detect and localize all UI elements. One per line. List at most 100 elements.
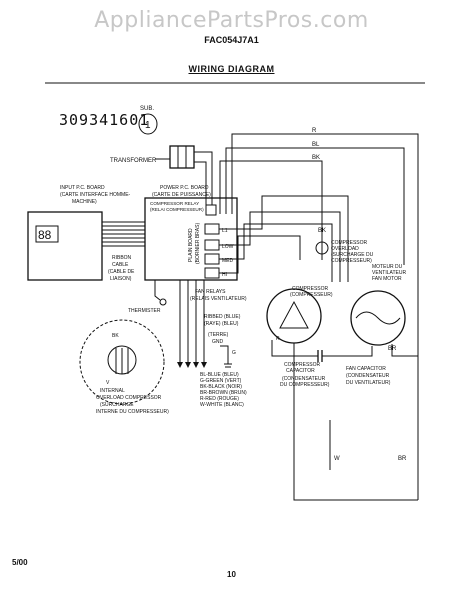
compressor-relay (205, 204, 217, 216)
page-title: WIRING DIAGRAM (188, 64, 275, 74)
legend-red: R-RED (ROUGE) (200, 396, 239, 402)
thermistor (159, 298, 167, 306)
wire-low (219, 211, 341, 282)
wire-cap-fan (322, 346, 373, 357)
sub-label: SUB. (140, 106, 154, 112)
transformer-label: TRANSFORMER (110, 158, 157, 164)
input-board-label-2: (CARTE INTERFACE HOMME- (60, 192, 131, 198)
input-pc-board (27, 211, 103, 281)
input-board-label-3: MACHINE) (72, 199, 97, 205)
wire-black (219, 160, 323, 260)
footer-page-number: 10 (227, 570, 236, 579)
arrow-2 (185, 362, 191, 368)
detail-bk: BK (112, 333, 119, 339)
fan-cap-label-2: (CONDENSATEUR (346, 373, 390, 379)
wire-fan-cap (391, 344, 418, 357)
legend-brown: BR-BROWN (BRUN) (200, 390, 247, 396)
wire-blue (225, 147, 405, 265)
relay-hi (204, 267, 220, 279)
ribbon-label-3: (CABLE DE (108, 269, 135, 275)
wire-label-br: BR (388, 346, 397, 352)
arrow-1 (177, 362, 183, 368)
fan-relays-label-2: (RELAIS VENTILATEUR) (190, 296, 247, 302)
ribbon-label-2: CABLE (112, 262, 129, 268)
relay-med (204, 253, 220, 265)
comp-cap-label-1: COMPRESSOR (284, 362, 321, 368)
transformer-lead-2 (194, 161, 207, 205)
detail-circle (79, 319, 165, 405)
legend-green: G-GREEN (VERT) (200, 378, 242, 384)
internal-overload-label-1: INTERNAL (100, 388, 125, 394)
transformer (169, 145, 195, 169)
plain-board-label-1: PLAIN BOARD (188, 228, 194, 262)
tap-label-hi: HI (222, 272, 227, 278)
ribbed-label-2: (RAYE) (BLEU) (204, 321, 239, 327)
internal-overload-label-2: OVERLOAD COMPRESSOR (96, 395, 162, 401)
wire-label-bk: BK (312, 155, 320, 161)
wire-hi (219, 235, 301, 274)
display-digits: 88 (38, 228, 52, 242)
fan-motor (350, 290, 406, 346)
ribbon-cable (102, 221, 145, 247)
fan-cap-label-3: DU VENTILATEUR) (346, 380, 391, 386)
wire-l1 (219, 195, 349, 282)
detail-v: V (106, 380, 110, 386)
sub-number-circle (138, 113, 158, 135)
overload-label-4: COMPRESSEUR) (331, 258, 372, 264)
wire-bottom-loop (293, 343, 418, 501)
relay-low (204, 239, 220, 251)
transformer-lead-1 (194, 151, 213, 205)
input-board-label-1: INPUT P.C. BOARD (60, 185, 105, 191)
power-board-label-1: POWER P.C. BOARD (160, 185, 209, 191)
ribbon-label-4: LIAISON) (110, 276, 132, 282)
comp-cap-label-4: DU COMPRESSEUR) (280, 382, 330, 388)
compressor-label-1: COMPRESSOR (292, 286, 329, 292)
wire-comp-cap (271, 340, 318, 357)
sub-number: 1 (145, 120, 151, 131)
model-number: FAC054J7A1 (204, 35, 259, 45)
wire-red (231, 133, 419, 500)
compressor-relay-label-2: (RELAI COMPRESSEUR) (150, 207, 204, 212)
ground-letter: G (232, 350, 236, 356)
legend-black: BK-BLACK (NOIR) (200, 384, 242, 390)
footer-date: 5/00 (12, 558, 28, 567)
internal-overload-label-4: INTERNE DU COMPRESSEUR) (96, 409, 169, 415)
wire-label-w: W (334, 456, 340, 462)
arrow-3 (193, 362, 199, 368)
ribbon-label-1: RIBBON (112, 255, 132, 261)
comp-cap-label-2: CAPACITOR (286, 368, 315, 374)
wire-label-bk-2: BK (318, 228, 326, 234)
part-number: 309341601 (59, 111, 150, 129)
ribbed-label-1: RIBBED (BLUE) (204, 314, 241, 320)
thermistor-label: THERMISTER (128, 308, 161, 314)
ground-wire (220, 345, 229, 364)
terre-label-2: GND (212, 339, 224, 345)
compressor-tap-r: R (276, 336, 280, 342)
compressor-windings (279, 300, 309, 329)
fan-relays-label-1: FAN RELAYS (195, 289, 226, 295)
wire-label-bl: BL (312, 142, 320, 148)
internal-overload-label-3: (SURCHARGE (100, 402, 134, 408)
led-display (35, 225, 59, 243)
internal-overload-contacts (115, 348, 129, 374)
fan-motor-label-2: VENTILATEUR (372, 270, 406, 276)
power-board-label-2: (CARTE DE PUISSANCE) (152, 192, 211, 198)
overload-label-3: (SURCHARGE DU (331, 252, 374, 258)
tap-label-l1: L1 (222, 228, 228, 234)
fan-cap-label-1: FAN CAPACITOR (346, 366, 386, 372)
thermistor-lead (154, 280, 161, 301)
compressor-overload (315, 241, 329, 255)
tap-label-low: LOW (222, 244, 234, 250)
compressor-relay-label-1: COMPRESSOR RELAY (150, 201, 199, 206)
overload-label-1: COMPRESSOR (331, 240, 368, 246)
compressor-label-2: (COMPRESSEUR) (290, 292, 333, 298)
plain-board-label-2: (BORNIER BRAS) (195, 223, 201, 264)
fan-motor-winding (355, 311, 401, 325)
legend-white: W-WHITE (BLANC) (200, 402, 244, 408)
arrow-4 (201, 362, 207, 368)
wire-label-r: R (312, 128, 317, 134)
power-pc-board (144, 197, 238, 281)
overload-label-2: OVERLOAD (331, 246, 359, 252)
fan-motor-label-3: FAN MOTOR (372, 276, 402, 282)
